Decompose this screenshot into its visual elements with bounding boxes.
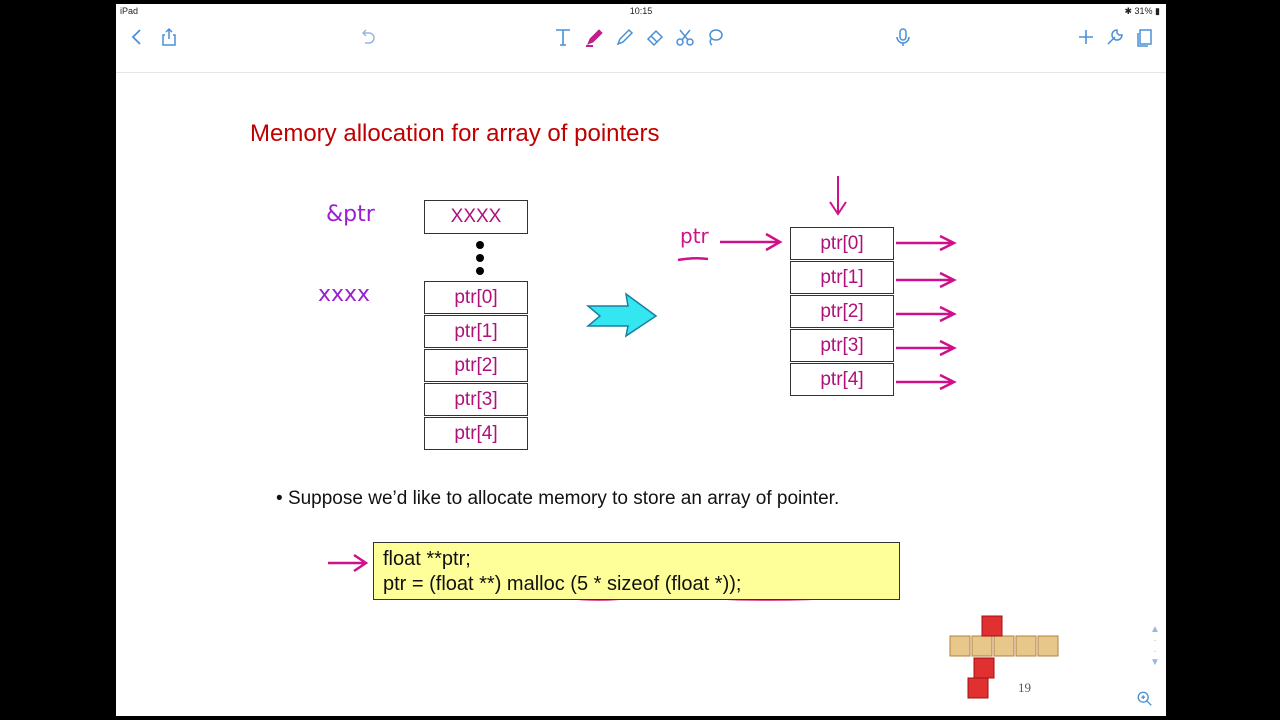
pointer-arrow-icon — [328, 553, 369, 573]
transform-arrow-icon — [585, 292, 658, 338]
memory-cell-label: ptr[4] — [820, 368, 864, 390]
pointer-arrow-icon — [896, 305, 957, 323]
page-number: 19 — [1018, 680, 1031, 695]
underline-stroke — [677, 256, 709, 262]
memory-cell: ptr[3] — [790, 329, 894, 362]
battery-level: ✱ 31% ▮ — [1124, 6, 1160, 16]
scissors-icon[interactable] — [672, 24, 698, 50]
slide-canvas[interactable]: Memory allocation for array of pointers … — [116, 74, 1166, 716]
memory-cell: ptr[1] — [790, 261, 894, 294]
code-box: float **ptr; ptr = (float **) malloc (5 … — [373, 542, 900, 600]
memory-cell: ptr[4] — [424, 417, 528, 450]
share-icon[interactable] — [156, 24, 182, 50]
down-arrow-icon — [829, 176, 847, 216]
memory-cell: ptr[2] — [790, 295, 894, 328]
memory-cell: ptr[0] — [424, 281, 528, 314]
page-scroller[interactable]: ▲··▼ — [1150, 624, 1160, 668]
memory-cell: ptr[0] — [790, 227, 894, 260]
annotation-xxxx: xxxx — [318, 282, 371, 307]
memory-cell: ptr[4] — [790, 363, 894, 396]
code-line-1: float **ptr; — [383, 548, 471, 570]
pointer-arrow-icon — [896, 234, 957, 252]
memory-cell: ptr[2] — [424, 349, 528, 382]
undo-icon[interactable] — [354, 24, 380, 50]
pointer-arrow-icon — [896, 271, 957, 289]
memory-cell-label: ptr[3] — [454, 388, 498, 410]
bullet-text: • Suppose we’d like to allocate memory t… — [276, 488, 840, 509]
ipad-screen: iPad 10:15 ✱ 31% ▮ — [116, 4, 1166, 716]
status-bar: iPad 10:15 ✱ 31% ▮ — [116, 4, 1166, 18]
pen-tool-icon[interactable] — [582, 24, 608, 50]
text-tool-icon[interactable] — [550, 24, 576, 50]
pointer-arrow-icon — [896, 373, 957, 391]
wrench-icon[interactable] — [1102, 24, 1128, 50]
memory-cell: ptr[1] — [424, 315, 528, 348]
annotation-addr-ptr: &ptr — [326, 202, 375, 227]
memory-cell-label: XXXX — [450, 206, 502, 227]
annotation-ptr: ptr — [680, 224, 709, 248]
eraser-icon[interactable] — [642, 24, 668, 50]
ellipsis-dot — [476, 267, 484, 275]
memory-cell-label: ptr[4] — [454, 422, 498, 444]
zoom-icon[interactable] — [1136, 690, 1154, 708]
app-toolbar — [116, 18, 1166, 73]
memory-cell-top: XXXX — [424, 200, 528, 234]
ellipsis-dot — [476, 254, 484, 262]
code-line-2: ptr = (float **) malloc (5 * sizeof (flo… — [383, 573, 742, 595]
memory-cell-label: ptr[3] — [820, 334, 864, 356]
diagram-graphics — [328, 176, 1059, 699]
memory-cell-label: ptr[2] — [820, 300, 864, 322]
pointer-arrow-icon — [720, 232, 783, 252]
back-icon[interactable] — [124, 24, 150, 50]
ellipsis-dot — [476, 241, 484, 249]
microphone-icon[interactable] — [890, 24, 916, 50]
clock: 10:15 — [629, 6, 653, 16]
memory-cell-label: ptr[2] — [454, 354, 498, 376]
memory-cell-label: ptr[0] — [454, 286, 498, 308]
device-label: iPad — [120, 6, 139, 16]
pages-icon[interactable] — [1132, 24, 1158, 50]
memory-cell-label: ptr[1] — [454, 320, 498, 342]
memory-cell: ptr[3] — [424, 383, 528, 416]
highlighter-icon[interactable] — [612, 24, 638, 50]
pointer-arrow-icon — [896, 339, 957, 357]
slide-title: Memory allocation for array of pointers — [250, 120, 660, 147]
memory-cell-label: ptr[1] — [820, 266, 864, 288]
lasso-icon[interactable] — [702, 24, 728, 50]
learn-lead-logo — [949, 615, 1059, 699]
add-icon[interactable] — [1073, 24, 1099, 50]
memory-cell-label: ptr[0] — [820, 232, 864, 254]
